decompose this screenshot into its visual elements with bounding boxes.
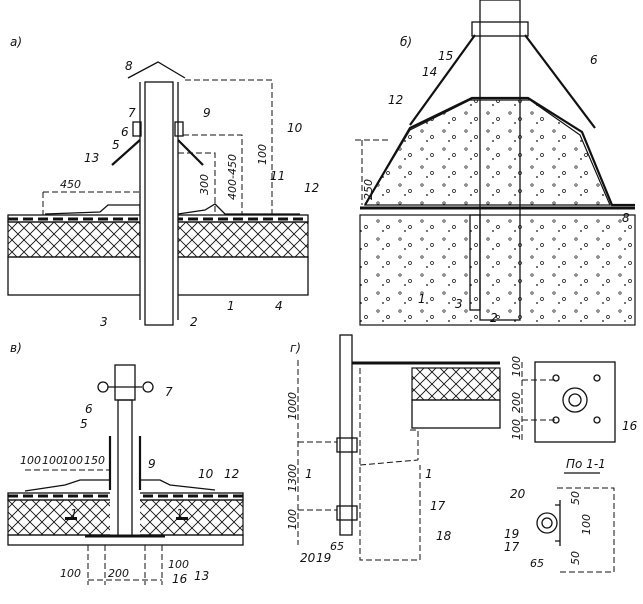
callout-19: 19 <box>316 551 331 565</box>
callout-11: 11 <box>270 169 285 183</box>
ladder-post <box>339 334 353 536</box>
callout-10: 10 <box>287 121 303 135</box>
dim-50-top: 50 <box>569 491 582 505</box>
dim-250: 250 <box>362 179 375 200</box>
dim-100-3: 100 <box>62 454 83 467</box>
dim-1300: 1300 <box>286 464 299 492</box>
callout-1: 1 <box>227 299 235 313</box>
callout-18: 18 <box>436 529 452 543</box>
dim-100-top: 100 <box>510 356 523 377</box>
callout-6: 6 <box>121 125 129 139</box>
section-callout-19: 19 <box>504 527 519 541</box>
callout-5: 5 <box>80 417 88 431</box>
callout-3: 3 <box>455 297 463 311</box>
dim-100-2: 100 <box>42 454 63 467</box>
panel-a-label: а) <box>10 35 22 49</box>
callout-4: 4 <box>275 299 283 313</box>
dim-100-right: 100 <box>168 558 189 571</box>
dim-65-section: 65 <box>530 557 544 570</box>
clamp <box>471 21 529 37</box>
section-callout-17: 17 <box>504 540 520 554</box>
dim-100-bottom: 100 <box>510 419 523 440</box>
section-mark-1-right: 1 <box>425 467 433 481</box>
callout-8: 8 <box>622 211 630 225</box>
callout-8: 8 <box>125 59 133 73</box>
callout-7: 7 <box>165 385 173 399</box>
pipe <box>479 0 521 321</box>
section-mark-1-left: 1 <box>305 467 313 481</box>
base-plate-16 <box>534 361 616 443</box>
callout-6: 6 <box>85 402 93 416</box>
callout-16: 16 <box>622 419 638 433</box>
section-callout-20: 20 <box>510 487 526 501</box>
insulation-layer <box>411 367 501 401</box>
concrete-slab <box>359 214 636 326</box>
dim-300: 300 <box>198 174 211 195</box>
callout-15: 15 <box>438 49 453 63</box>
section-title: По 1-1 <box>566 457 606 471</box>
callout-1: 1 <box>418 292 426 306</box>
callout-10: 10 <box>198 467 214 481</box>
panel-b: б) 15 6 14 12 8 1 3 2 250 <box>355 0 636 326</box>
dim-100-left: 100 <box>60 567 81 580</box>
pipe <box>144 81 174 326</box>
dim-100-g: 100 <box>286 509 299 530</box>
section-mark-left: 1 <box>70 507 78 521</box>
callout-12: 12 <box>304 181 319 195</box>
dim-100-1: 100 <box>20 454 41 467</box>
panel-v-label: в) <box>10 341 22 355</box>
callout-12: 12 <box>388 93 403 107</box>
callout-7: 7 <box>128 106 136 120</box>
dim-200-mid: 200 <box>510 392 523 413</box>
callout-12: 12 <box>224 467 239 481</box>
dim-1000: 1000 <box>286 392 299 420</box>
callout-17: 17 <box>430 499 446 513</box>
section-mark-right: 1 <box>176 507 184 521</box>
dim-200: 200 <box>108 567 129 580</box>
dim-65: 65 <box>330 540 344 553</box>
panel-g: г) 17 18 20 19 1000 1300 100 65 1 1 100 … <box>286 334 638 565</box>
panel-a: а) 8 7 6 5 9 10 13 11 12 3 2 1 4 450 300… <box>7 35 319 329</box>
callout-2: 2 <box>190 315 198 329</box>
panel-g-label: г) <box>290 341 301 355</box>
callout-5: 5 <box>112 138 120 152</box>
dim-150: 150 <box>84 454 105 467</box>
callout-20: 20 <box>300 551 316 565</box>
dim-50-bottom: 50 <box>569 551 582 565</box>
panel-v: в) 7 6 5 9 10 12 16 13 100 100 100 150 1… <box>7 341 244 586</box>
callout-14: 14 <box>422 65 437 79</box>
clamp-upper <box>336 437 358 453</box>
dim-400-450: 400-450 <box>226 154 239 200</box>
dim-450: 450 <box>60 178 81 191</box>
callout-16: 16 <box>172 572 188 586</box>
callout-6: 6 <box>590 53 598 67</box>
callout-13: 13 <box>84 151 99 165</box>
callout-9: 9 <box>148 457 156 471</box>
callout-9: 9 <box>203 106 211 120</box>
callout-3: 3 <box>100 315 108 329</box>
clamp-lower <box>336 505 358 521</box>
dim-100-section: 100 <box>580 514 593 535</box>
callout-13: 13 <box>194 569 209 583</box>
dim-100: 100 <box>256 144 269 165</box>
callout-2: 2 <box>490 311 498 325</box>
section-1-1: По 1-1 20 19 17 50 100 50 65 <box>504 457 615 573</box>
panel-b-label: б) <box>400 35 412 49</box>
